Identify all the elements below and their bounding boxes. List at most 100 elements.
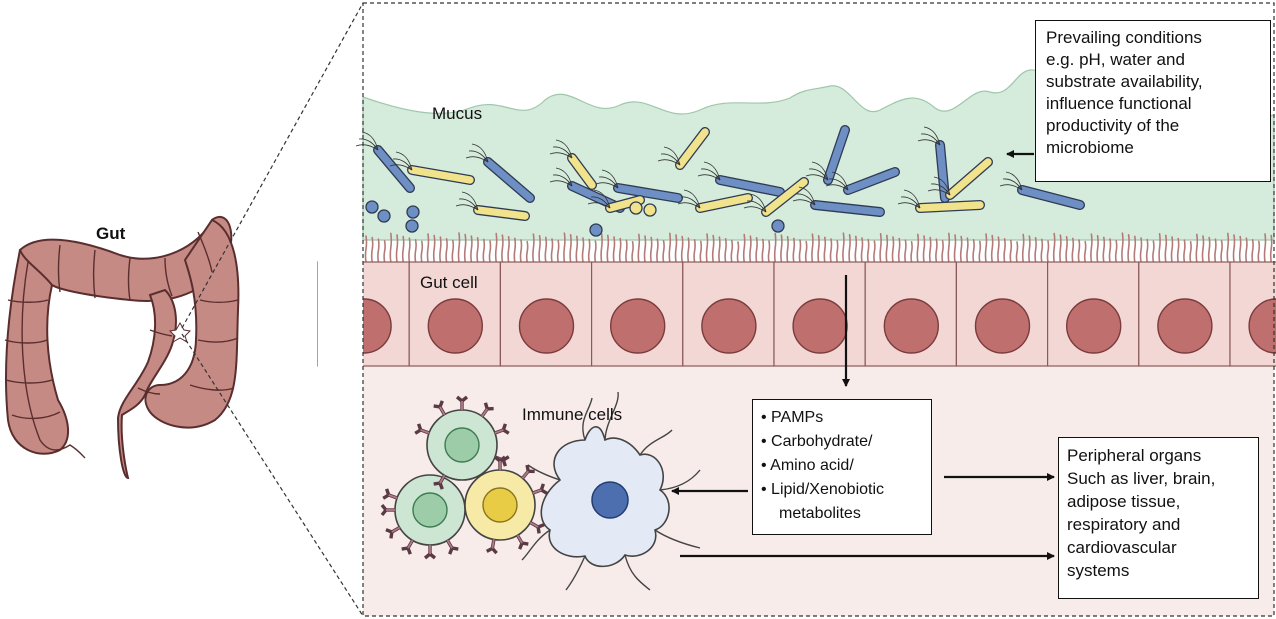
nucleus [1157, 298, 1213, 354]
receptor [382, 488, 398, 500]
bacteria [355, 125, 1085, 237]
metabolites-box: • PAMPs • Carbohydrate/ • Amino acid/ • … [752, 399, 932, 535]
receptor [401, 539, 414, 555]
bacterium [999, 171, 1085, 210]
label-gut: Gut [96, 224, 126, 243]
bacterium [897, 189, 985, 213]
coccus [771, 219, 785, 233]
nucleus [792, 298, 848, 354]
gut-cell [1138, 261, 1231, 367]
metabolite-item: • Lipid/Xenobiotic [761, 481, 885, 498]
receptor [529, 521, 545, 534]
coccus [589, 223, 603, 237]
receptor [423, 545, 437, 560]
bacterium [355, 131, 415, 193]
organs-line: adipose tissue, [1067, 492, 1181, 511]
coccus [377, 209, 391, 223]
receptor [485, 539, 498, 555]
gut-cell [955, 261, 1049, 367]
immune-cells-cluster [380, 391, 701, 591]
metabolite-item: • PAMPs [761, 409, 824, 426]
receptor [480, 402, 494, 418]
organs-line: Peripheral organs [1067, 446, 1202, 465]
zoom-point-marker [168, 321, 192, 344]
nucleus [427, 298, 483, 354]
conditions-line: productivity of the [1046, 116, 1180, 135]
receptor [516, 534, 529, 550]
gut-organ-illustration [4, 215, 240, 480]
nucleus [883, 298, 939, 354]
coccus [643, 203, 657, 217]
label-immune-cells: Immune cells [522, 405, 623, 424]
receptor [414, 423, 430, 435]
receptor [532, 483, 548, 495]
nucleus [974, 298, 1031, 354]
bacterium [595, 169, 683, 203]
receptor [455, 395, 469, 410]
immune-cell-green-left [394, 474, 466, 546]
gut-cell [590, 261, 684, 367]
organs-box: Peripheral organs Such as liver, brain, … [1058, 437, 1259, 599]
conditions-line: Prevailing conditions [1046, 28, 1202, 47]
receptor [446, 539, 459, 555]
receptor [380, 503, 395, 517]
nucleus [518, 298, 575, 354]
receptor [433, 474, 446, 490]
conditions-line: influence functional [1046, 94, 1192, 113]
bacterium [549, 139, 597, 190]
metabolite-item: • Carbohydrate/ [761, 433, 873, 450]
bacterium [455, 191, 530, 221]
organs-line: systems [1067, 561, 1130, 580]
coccus [405, 219, 419, 233]
zoom-line-bottom [181, 333, 364, 617]
microvilli [364, 232, 1273, 263]
organs-line: Such as liver, brain, [1067, 469, 1216, 488]
coccus [629, 201, 643, 215]
nucleus [1248, 298, 1276, 354]
conditions-line: microbiome [1046, 138, 1134, 157]
conditions-line: e.g. pH, water and [1046, 50, 1185, 69]
gut-cell [499, 261, 593, 367]
zoom-frame [362, 2, 1275, 617]
organs-line: cardiovascular [1067, 538, 1177, 557]
nucleus [1065, 298, 1122, 354]
receptor [521, 464, 535, 480]
gut-cell [408, 261, 502, 367]
bacterium [825, 167, 900, 195]
bacterium [389, 151, 475, 185]
bacterium [465, 143, 535, 203]
gut-cell [773, 261, 866, 367]
immune-cell-yellow [464, 469, 536, 541]
dendritic-cell [521, 391, 701, 591]
gut-cell [1046, 261, 1140, 367]
bacterium [792, 186, 885, 217]
bacterium [697, 161, 785, 197]
label-gut-cell: Gut cell [420, 273, 478, 292]
receptor [494, 423, 510, 435]
descending-colon [144, 218, 240, 429]
zoom-line-top [181, 2, 364, 329]
bacterium [657, 127, 710, 170]
coccus [365, 200, 379, 214]
receptor [433, 400, 446, 416]
bacterium [917, 126, 950, 203]
metabolite-item: • Amino acid/ [761, 457, 854, 474]
bacterium [805, 125, 850, 185]
receptor [493, 455, 507, 470]
conditions-box: Prevailing conditions e.g. pH, water and… [1035, 20, 1271, 182]
coccus [406, 205, 420, 219]
organs-line: respiratory and [1067, 515, 1181, 534]
conditions-line: substrate availability, [1046, 72, 1203, 91]
receptors [380, 395, 548, 560]
bacterium [677, 189, 753, 213]
gut-cell [1229, 261, 1276, 367]
bacterium [587, 189, 645, 213]
sigmoid-colon [116, 288, 177, 480]
nucleus [610, 298, 666, 354]
nucleus [701, 298, 757, 354]
immune-cell-green-top [426, 409, 498, 481]
gut-cell [864, 261, 958, 367]
label-mucus: Mucus [432, 104, 483, 123]
gut-cell [682, 261, 775, 367]
metabolite-item: metabolites [779, 505, 861, 522]
